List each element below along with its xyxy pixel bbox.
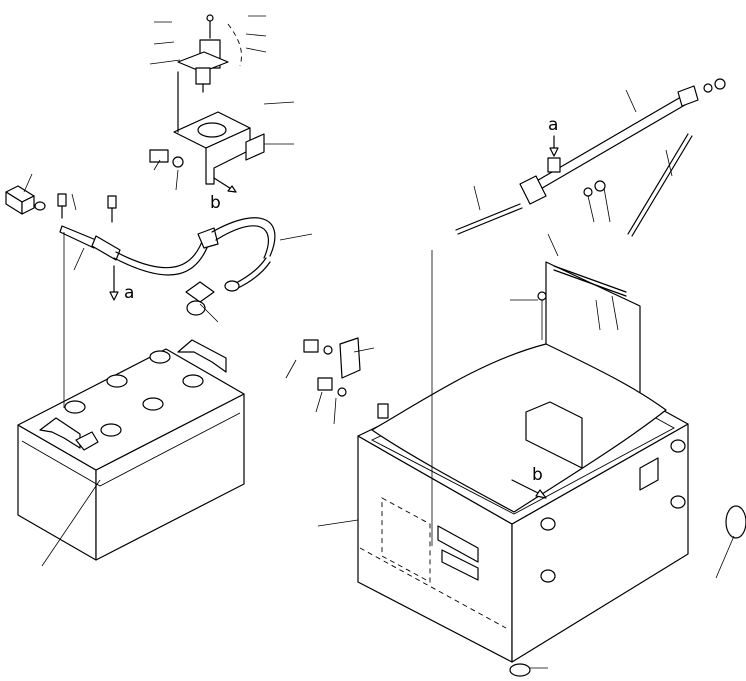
clamp-rod (339, 265, 627, 379)
battery (17, 339, 245, 561)
battery-box (357, 261, 689, 663)
battery-cable (57, 193, 276, 316)
grommet-bottom (509, 663, 531, 677)
battery-relay-assembly (149, 14, 265, 185)
arrow-a-top: a (548, 115, 559, 157)
callout-leaders (23, 15, 735, 669)
grommet-side (725, 505, 746, 539)
arrow-b-bracket: b (210, 177, 237, 213)
arrow-b-box: b (511, 465, 547, 499)
connector-plug (5, 185, 46, 215)
bolt-set-left (303, 339, 389, 419)
label-a-cable: a (124, 283, 134, 303)
arrow-a-cable: a (109, 265, 134, 303)
label-b-box: b (532, 465, 543, 485)
label-a-top: a (548, 115, 558, 135)
hold-down-rod (455, 78, 726, 237)
label-b-bracket: b (210, 193, 221, 213)
